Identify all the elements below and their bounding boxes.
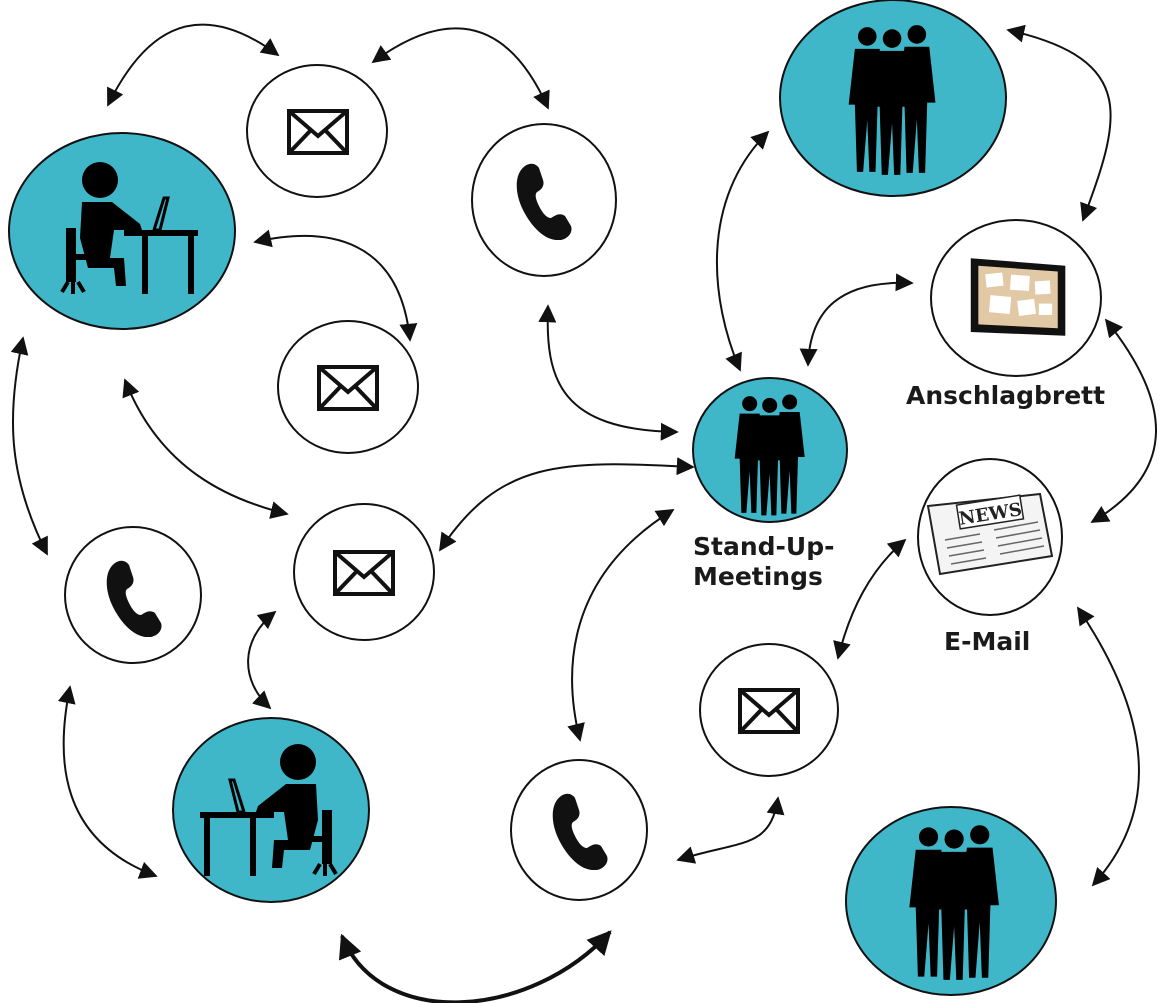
node-phone-3 [510, 759, 648, 901]
label-standup-meetings: Stand-Up- Meetings [693, 532, 834, 592]
node-desk-worker-top [8, 132, 236, 330]
newspaper-icon: NEWS [926, 492, 1054, 576]
label-standup-line2: Meetings [693, 562, 823, 591]
node-group-top [779, 0, 1007, 197]
node-email-3 [293, 503, 435, 641]
node-phone-1 [471, 123, 617, 277]
envelope-icon [738, 688, 800, 734]
bulletin-board-icon [970, 258, 1066, 336]
node-phone-2 [64, 526, 202, 664]
node-standup-meetings [692, 377, 848, 523]
envelope-icon [333, 550, 395, 596]
label-standup-line1: Stand-Up- [693, 532, 835, 561]
node-email-2 [277, 320, 419, 454]
node-anschlagbrett [930, 219, 1102, 377]
node-newspaper: NEWS [917, 458, 1063, 616]
connectors [10, 23, 1157, 1003]
node-group-bottom [845, 806, 1057, 996]
envelope-icon [317, 365, 379, 411]
envelope-icon [287, 109, 349, 155]
label-email: E-Mail [944, 627, 1031, 656]
node-email-4 [699, 643, 839, 777]
node-desk-worker-bottom [172, 717, 370, 903]
node-email-1 [246, 64, 388, 198]
label-anschlagbrett: Anschlagbrett [906, 381, 1106, 410]
